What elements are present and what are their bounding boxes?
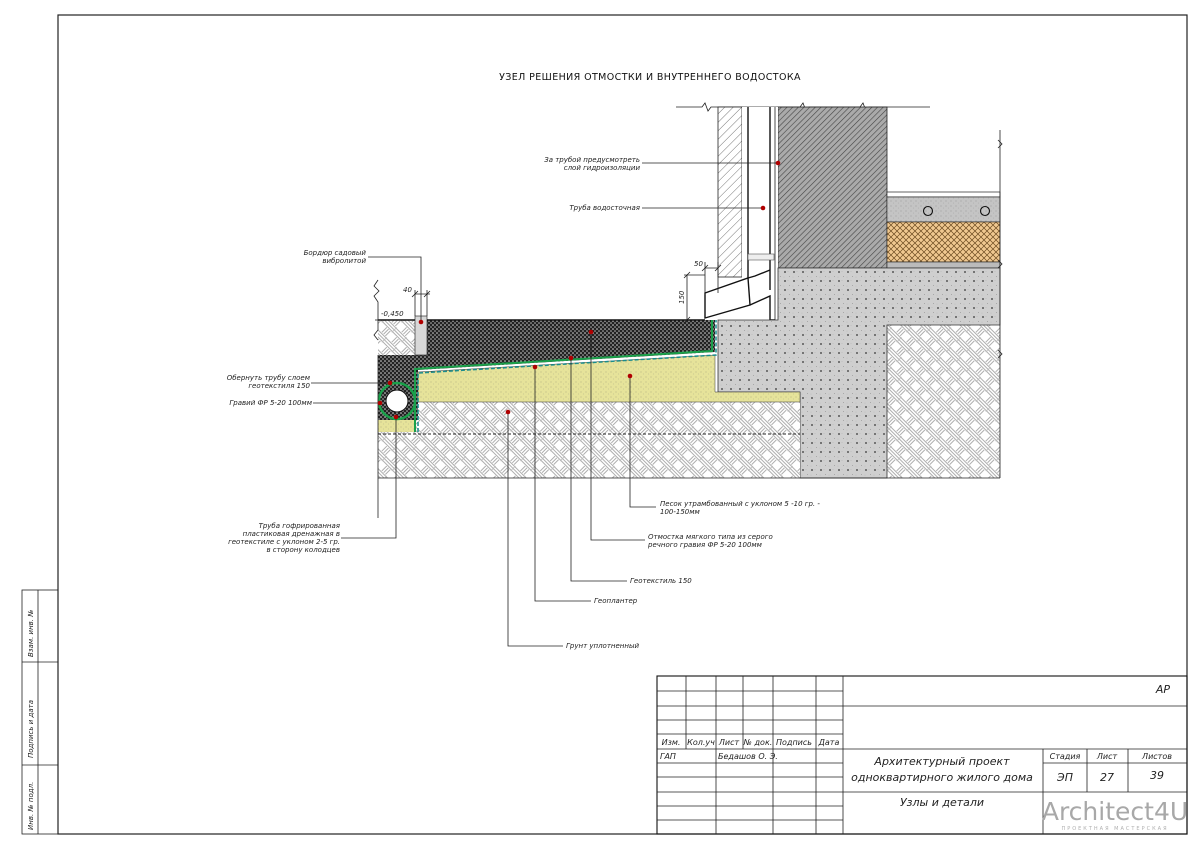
- label-waterproofing: За трубой предусмотреть: [544, 156, 640, 164]
- break-line: [378, 130, 1003, 479]
- header-izm: Изм.: [662, 738, 681, 747]
- label-border: Бордюр садовый: [304, 249, 367, 257]
- label-geoplanter: Геоплантер: [594, 597, 638, 605]
- leaders: [311, 160, 781, 647]
- heating-pipe-icon: [979, 205, 991, 217]
- stamp-inv-orig: Инв. № подл.: [27, 782, 35, 830]
- logo-subtitle: ПРОЕКТНАЯ МАСТЕРСКАЯ: [1061, 826, 1168, 832]
- stage-label: Стадия: [1050, 752, 1081, 761]
- break-line: [373, 279, 380, 341]
- downpipe: [704, 107, 778, 321]
- header-date: Дата: [818, 738, 840, 747]
- header-kol: Кол.уч: [687, 738, 715, 747]
- label-blind-area-2: речного гравия ФР 5-20 100мм: [647, 541, 763, 549]
- dimensions: 50 150 40 -0,450: [381, 260, 722, 324]
- person: Бедашов О. Э.: [718, 752, 778, 761]
- stage-value: ЭП: [1056, 771, 1073, 784]
- logo: Architect4U: [1042, 797, 1188, 826]
- project-title-2: одноквартирного жилого дома: [851, 771, 1033, 784]
- gravel-blind-area: [378, 320, 715, 420]
- drawing-title: УЗЕЛ РЕШЕНИЯ ОТМОСТКИ И ВНУТРЕННЕГО ВОДО…: [499, 72, 801, 83]
- header-list: Лист: [718, 738, 740, 747]
- floor-insulation: [886, 221, 1001, 263]
- sheet-value: 27: [1100, 771, 1114, 784]
- doc-code: АР: [1155, 683, 1171, 696]
- label-drain-pipe-4: в сторону колодцев: [266, 546, 340, 554]
- label-drain-pipe-3: геотекстиле с уклоном 2-5 гр.: [228, 538, 340, 546]
- role: ГАП: [660, 752, 676, 761]
- dim-150: 150: [678, 290, 686, 304]
- title-block: АР Изм. Кол.уч Лист № док. Подпись Дата …: [656, 675, 1188, 835]
- wall: [777, 106, 888, 269]
- label-wrap-pipe: Обернуть трубу слоем: [227, 374, 311, 382]
- sheets-label: Листов: [1141, 752, 1172, 761]
- label-sand-2: 100-150мм: [660, 508, 701, 516]
- floor-screed: [886, 196, 1001, 223]
- header-doc: № док.: [743, 738, 773, 747]
- sheets-value: 39: [1150, 769, 1164, 782]
- dim-40: 40: [403, 286, 412, 294]
- label-gravel: Гравий ФР 5-20 100мм: [229, 399, 312, 407]
- label-soil: Грунт уплотненный: [566, 642, 639, 650]
- soil-right: [887, 325, 1000, 478]
- stamp-replace-inv: Взам. инв. №: [27, 609, 35, 657]
- label-border-2: вибролитой: [322, 257, 366, 265]
- label-waterproofing-2: слой гидроизоляции: [564, 164, 641, 172]
- heating-pipe-icon: [922, 205, 934, 217]
- label-wrap-pipe-2: геотекстиля 150: [248, 382, 310, 390]
- annotations: За трубой предусмотреть слой гидроизоляц…: [227, 156, 821, 650]
- level-mark: -0,450: [381, 310, 404, 318]
- sheet-title: Узлы и детали: [900, 796, 984, 809]
- project-title: Архитектурный проект: [873, 755, 1010, 768]
- label-geotextile: Геотекстиль 150: [630, 577, 692, 585]
- compacted-soil: [378, 402, 800, 478]
- geoplanter-line: [417, 320, 717, 432]
- side-stamp: Взам. инв. № Подпись и дата Инв. № подл.: [21, 589, 59, 835]
- sheet-label: Лист: [1096, 752, 1118, 761]
- stamp-signature-date: Подпись и дата: [27, 700, 35, 758]
- label-downpipe: Труба водосточная: [569, 204, 640, 212]
- label-blind-area: Отмостка мягкого типа из серого: [648, 533, 773, 541]
- label-sand: Песок утрамбованный с уклоном 5 -10 гр. …: [660, 500, 820, 508]
- dim-50: 50: [694, 260, 703, 268]
- header-signature: Подпись: [776, 738, 812, 747]
- label-drain-pipe-2: пластиковая дренажная в: [243, 530, 340, 538]
- brick-facing: [717, 106, 743, 278]
- detail-section: 50 150 40 -0,450 За трубой предусмотреть…: [227, 102, 1003, 650]
- sheet-frame: [57, 14, 1188, 835]
- label-drain-pipe: Труба гофрированная: [259, 522, 340, 530]
